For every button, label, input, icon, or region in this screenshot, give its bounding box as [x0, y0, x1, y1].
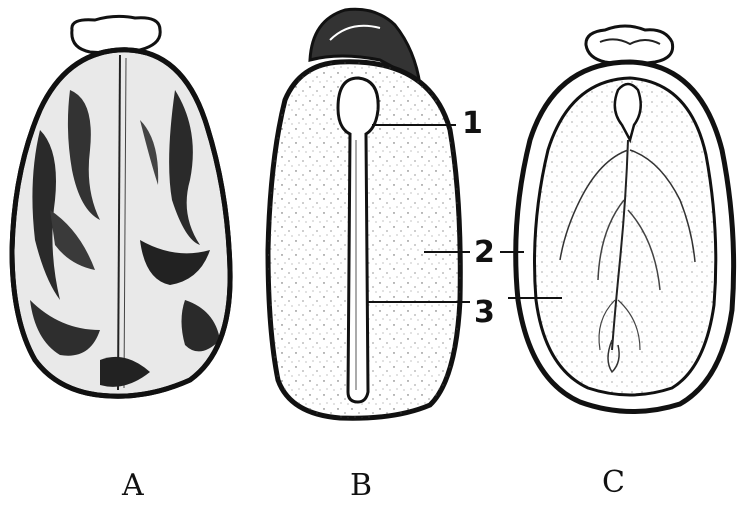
caption-a: A: [121, 468, 144, 503]
caption-b: B: [350, 468, 372, 503]
callout-2: 2: [474, 235, 495, 270]
seed-b: 1 2 3: [268, 9, 495, 418]
seed-a-cap: [72, 16, 160, 52]
seed-c-cap: [586, 26, 673, 64]
seed-c: [500, 26, 734, 412]
callout-1: 1: [462, 106, 483, 141]
callout-3: 3: [474, 295, 495, 330]
seed-a: [12, 16, 230, 396]
caption-c: C: [602, 465, 625, 500]
